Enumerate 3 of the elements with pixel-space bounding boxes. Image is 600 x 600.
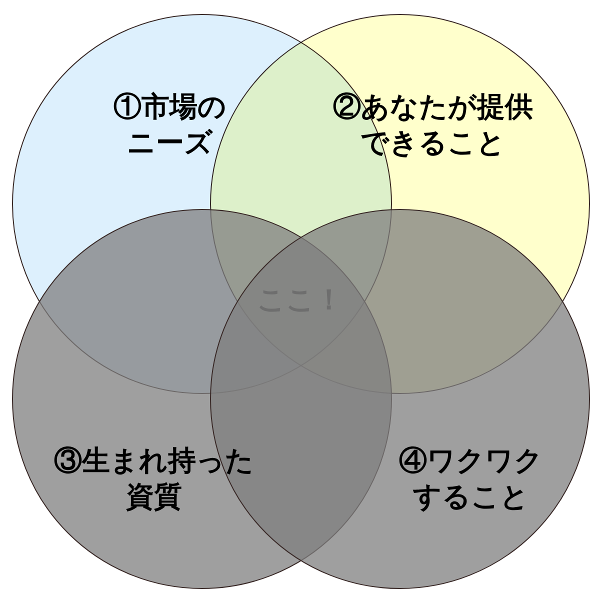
circle-label: ③生まれ持った資質 — [53, 443, 255, 515]
circle-label: ①市場のニーズ — [112, 89, 228, 161]
circle-label: ④ワクワクすること — [398, 443, 544, 515]
